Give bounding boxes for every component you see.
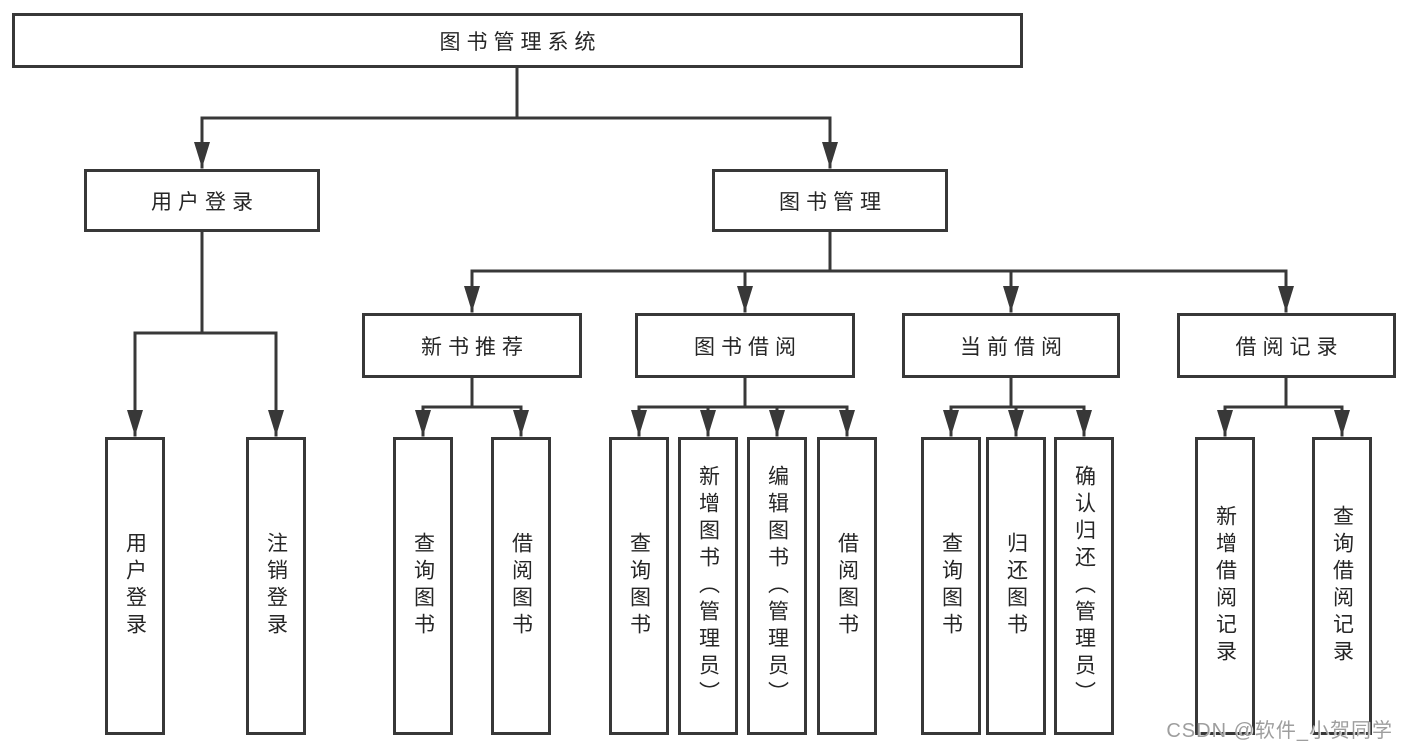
node-borrow-record-label: 借阅记录 xyxy=(1235,335,1344,359)
leaf-borrow-add-book-admin-label: 新增图书（管理员） xyxy=(696,464,720,708)
leaf-borrow-add-book-admin: 新增图书（管理员） xyxy=(678,437,738,735)
leaf-record-query-record: 查询借阅记录 xyxy=(1312,437,1372,735)
leaf-newbook-query-book: 查询图书 xyxy=(393,437,453,735)
leaf-borrow-query-book-label: 查询图书 xyxy=(627,532,651,640)
node-book-borrow: 图书借阅 xyxy=(635,313,855,378)
wire-current-split xyxy=(949,376,1086,409)
leaf-current-query-book-label: 查询图书 xyxy=(939,532,963,640)
wire-newbook-split xyxy=(421,376,523,409)
leaf-borrow-borrow-book: 借阅图书 xyxy=(817,437,877,735)
leaf-newbook-borrow-book: 借阅图书 xyxy=(491,437,551,735)
node-new-book-recommend-label: 新书推荐 xyxy=(421,335,529,359)
leaf-current-confirm-return-admin-label: 确认归还（管理员） xyxy=(1072,464,1096,708)
leaf-user-login-label: 用户登录 xyxy=(123,532,147,640)
leaf-borrow-query-book: 查询图书 xyxy=(609,437,669,735)
wire-mgmt-split xyxy=(470,230,1288,273)
leaf-user-login: 用户登录 xyxy=(105,437,165,735)
leaf-borrow-borrow-book-label: 借阅图书 xyxy=(835,532,859,640)
leaf-borrow-edit-book-admin: 编辑图书（管理员） xyxy=(747,437,807,735)
leaf-newbook-borrow-book-label: 借阅图书 xyxy=(509,532,533,640)
wire-login-split xyxy=(133,230,278,335)
node-root: 图书管理系统 xyxy=(12,13,1023,68)
leaf-current-return-book-label: 归还图书 xyxy=(1004,532,1028,640)
leaf-borrow-edit-book-admin-label: 编辑图书（管理员） xyxy=(765,464,789,708)
wire-record-split xyxy=(1223,376,1344,409)
leaf-logout-login: 注销登录 xyxy=(246,437,306,735)
node-book-management: 图书管理 xyxy=(712,169,948,232)
node-user-login-label: 用户登录 xyxy=(151,190,259,214)
leaf-record-add-record-label: 新增借阅记录 xyxy=(1213,505,1237,667)
wire-borrow-split xyxy=(637,376,849,409)
wire-root-split xyxy=(200,66,832,120)
node-user-login: 用户登录 xyxy=(84,169,320,232)
node-book-borrow-label: 图书借阅 xyxy=(694,335,802,359)
leaf-current-confirm-return-admin: 确认归还（管理员） xyxy=(1054,437,1114,735)
leaf-record-query-record-label: 查询借阅记录 xyxy=(1330,505,1354,667)
node-new-book-recommend: 新书推荐 xyxy=(362,313,582,378)
leaf-current-return-book: 归还图书 xyxy=(986,437,1046,735)
leaf-current-query-book: 查询图书 xyxy=(921,437,981,735)
leaf-logout-login-label: 注销登录 xyxy=(264,532,288,640)
csdn-watermark: CSDN @软件_小贺同学 xyxy=(1166,720,1393,742)
leaf-record-add-record: 新增借阅记录 xyxy=(1195,437,1255,735)
node-root-label: 图书管理系统 xyxy=(439,30,602,54)
node-current-borrow: 当前借阅 xyxy=(902,313,1120,378)
node-current-borrow-label: 当前借阅 xyxy=(960,335,1068,359)
node-book-management-label: 图书管理 xyxy=(779,190,887,214)
leaf-newbook-query-book-label: 查询图书 xyxy=(411,532,435,640)
node-borrow-record: 借阅记录 xyxy=(1177,313,1396,378)
